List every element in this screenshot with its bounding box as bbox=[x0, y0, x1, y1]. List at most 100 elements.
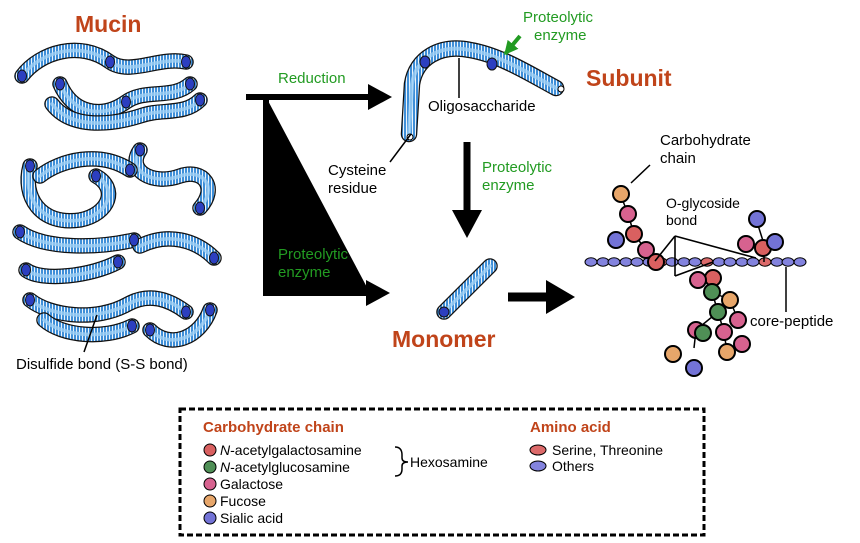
subunit-fiber bbox=[400, 40, 565, 143]
legend-galactose-swatch bbox=[203, 477, 217, 491]
legend: Carbohydrate chain Amino acid N-acetylga… bbox=[178, 407, 706, 537]
oligosaccharide-label: Oligosaccharide bbox=[428, 98, 536, 115]
mucin-strand-8 bbox=[132, 231, 222, 266]
mucin-strand-5 bbox=[20, 158, 117, 229]
amino-acid-18 bbox=[781, 257, 795, 267]
leader-lines bbox=[83, 58, 787, 353]
mucin-strand-4 bbox=[128, 142, 216, 216]
mucin-strand-9-highlight bbox=[24, 260, 120, 279]
legend-hexosamine-label: Hexosamine bbox=[410, 454, 488, 470]
sugar-gal-2 bbox=[619, 205, 637, 223]
subunit-node-2 bbox=[486, 57, 498, 71]
legend-galnac-swatch bbox=[203, 443, 217, 457]
legend-others-swatch bbox=[529, 460, 547, 472]
sugar-sia-20 bbox=[685, 359, 703, 377]
arrow-shaft-branch bbox=[263, 97, 370, 296]
legend-glcnac-label: N-acetylglucosamine bbox=[220, 459, 350, 475]
amino-acid-17 bbox=[770, 257, 784, 267]
sugar-gal-22 bbox=[733, 335, 751, 353]
legend-galnac-label: N-acetylgalactosamine bbox=[220, 442, 362, 458]
sugar-glcnac-16 bbox=[709, 303, 727, 321]
proteolytic-enzyme-top-label-1: Proteolytic bbox=[523, 9, 594, 26]
mucin-strand-6 bbox=[32, 151, 138, 184]
amino-acid-15 bbox=[746, 257, 760, 267]
amino-acid-10 bbox=[688, 257, 702, 267]
mucin-strand-9 bbox=[18, 254, 126, 285]
subunit-end-circle bbox=[557, 85, 565, 93]
sugar-gal-18 bbox=[715, 323, 733, 341]
arrow-head-down bbox=[452, 210, 482, 238]
amino-acid-4 bbox=[619, 257, 633, 267]
monomer-fiber bbox=[436, 258, 498, 320]
sugar-fuc-1 bbox=[612, 185, 630, 203]
mucin-node-22 bbox=[145, 323, 155, 337]
legend-glcnac-swatch bbox=[203, 460, 217, 474]
amino-acid-13 bbox=[723, 257, 737, 267]
subunit-node-1 bbox=[419, 55, 431, 69]
mucin-node-9 bbox=[195, 201, 205, 215]
amino-acid-9 bbox=[677, 257, 691, 267]
carbohydrate-chain-label-2: chain bbox=[660, 150, 696, 167]
subunit-strand-highlight bbox=[407, 46, 558, 136]
enzyme-pointer-arrow bbox=[503, 34, 522, 56]
proteolytic-enzyme-left-label-2: enzyme bbox=[278, 264, 331, 281]
monomer-strand-highlight bbox=[442, 264, 492, 314]
mucin-node-4 bbox=[55, 77, 65, 91]
mucin-node-16 bbox=[21, 263, 31, 277]
legend-others-label: Others bbox=[552, 458, 594, 474]
mucin-node-13 bbox=[15, 225, 25, 239]
arrow-head-reduction bbox=[368, 84, 392, 110]
mucin-strand-11-highlight bbox=[42, 318, 134, 337]
amino-acid-8 bbox=[665, 257, 679, 267]
o-glycoside-bond-marker bbox=[654, 235, 757, 277]
mucin-strand-5-highlight bbox=[26, 164, 111, 223]
amino-acid-12 bbox=[712, 257, 726, 267]
cysteine-label-2: residue bbox=[328, 180, 377, 197]
amino-acid-14 bbox=[735, 257, 749, 267]
mucin-strand-3 bbox=[44, 92, 208, 131]
mucin-node-7 bbox=[195, 93, 205, 107]
mucin-node-11 bbox=[91, 169, 101, 183]
mucin-fibers bbox=[12, 42, 222, 348]
proteolytic-enzyme-top-label-2: enzyme bbox=[534, 27, 587, 44]
sugar-gal-5 bbox=[637, 241, 655, 259]
mucin-node-15 bbox=[209, 251, 219, 265]
mucin-node-21 bbox=[205, 303, 215, 317]
subunit-strand bbox=[400, 40, 565, 143]
monomer-strand bbox=[436, 258, 498, 320]
core-peptide-label: core-peptide bbox=[750, 313, 833, 330]
proteolytic-enzyme-left-label-1: Proteolytic bbox=[278, 246, 349, 263]
sugar-galnac-6 bbox=[647, 253, 665, 271]
reaction-arrows bbox=[246, 34, 575, 314]
amino-acid-16 bbox=[758, 257, 772, 267]
mucin-node-19 bbox=[181, 305, 191, 319]
mucin-node-8 bbox=[135, 143, 145, 157]
sugar-galnac-3 bbox=[625, 225, 643, 243]
mucin-strand-3-highlight bbox=[50, 98, 202, 125]
amino-acid-1 bbox=[584, 257, 598, 267]
proteolytic-enzyme-mid-label-2: enzyme bbox=[482, 177, 535, 194]
mucin-node-10 bbox=[25, 159, 35, 173]
mucin-node-2 bbox=[105, 55, 115, 69]
sugar-gal-15 bbox=[729, 311, 747, 329]
proteolytic-enzyme-mid-label-1: Proteolytic bbox=[482, 159, 553, 176]
sugar-fuc-21 bbox=[718, 343, 736, 361]
amino-acid-5 bbox=[630, 257, 644, 267]
sugar-fuc-19 bbox=[664, 345, 682, 363]
glycoprotein-structure bbox=[584, 185, 807, 377]
legend-serine-label: Serine, Threonine bbox=[552, 442, 663, 458]
sugar-gal-12 bbox=[689, 271, 707, 289]
sugar-sia-4 bbox=[607, 231, 625, 249]
mucin-strand-7-highlight bbox=[18, 230, 136, 248]
sugar-gal-10 bbox=[737, 235, 755, 253]
mucin-node-18 bbox=[25, 293, 35, 307]
subunit-title: Subunit bbox=[586, 65, 672, 91]
cysteine-label-1: Cysteine bbox=[328, 162, 386, 179]
amino-acid-19 bbox=[793, 257, 807, 267]
mucin-strand-4-highlight bbox=[134, 148, 210, 210]
o-glycoside-label-2: bond bbox=[666, 212, 697, 228]
mucin-strand-11 bbox=[36, 312, 140, 343]
arrow-head-proteolytic bbox=[366, 280, 390, 306]
